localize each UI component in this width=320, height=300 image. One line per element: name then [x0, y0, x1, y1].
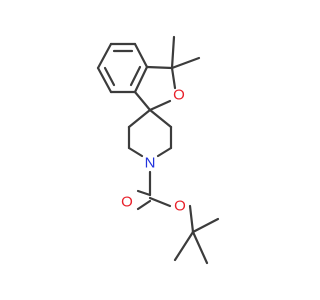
piperidine-nitrogen-label: N — [145, 155, 156, 172]
bond-carbonyl-double-a — [136, 189, 152, 197]
bond-benzene-5-inner — [103, 66, 116, 87]
bond-benzene-2 — [133, 42, 149, 69]
bond-benzene-5 — [96, 66, 113, 94]
bond-benzene-3 — [133, 65, 149, 94]
bond-ring-left-lower — [127, 146, 144, 158]
bond-methyl-2 — [170, 56, 201, 70]
bond-aryl-gem-dimethyl-carbon — [145, 65, 174, 70]
bond-carbonyl-ester-oxygen — [148, 196, 172, 208]
bond-carbonyl-double-b — [136, 199, 152, 211]
molecule-diagram: O N O O — [96, 35, 220, 265]
bond-ring-right-lower — [156, 146, 173, 158]
bond-gem-dimethyl-carbon-oxygen — [170, 66, 177, 90]
bond-layer — [96, 35, 220, 265]
carbonyl-oxygen-label: O — [121, 194, 133, 211]
bond-aryl-spiro-carbon — [133, 90, 152, 112]
bond-benzene-3-inner — [129, 65, 142, 87]
bond-spiro-to-ring-left — [127, 108, 152, 129]
ring-oxygen-label: O — [173, 87, 185, 104]
bond-methyl-1 — [170, 35, 176, 70]
bond-benzene-6 — [96, 42, 113, 70]
bond-ester-oxygen-quaternary — [188, 204, 195, 234]
bond-tbutyl-methyl-bottom — [191, 230, 209, 265]
bond-tbutyl-methyl-left — [173, 230, 195, 262]
bond-spiro-to-ring-right — [148, 108, 173, 129]
bond-oxygen-spiro-carbon — [148, 99, 172, 112]
ester-oxygen-label: O — [174, 198, 186, 215]
bond-tbutyl-methyl-right — [191, 217, 220, 234]
atom-label-layer: O N O O — [121, 87, 186, 215]
